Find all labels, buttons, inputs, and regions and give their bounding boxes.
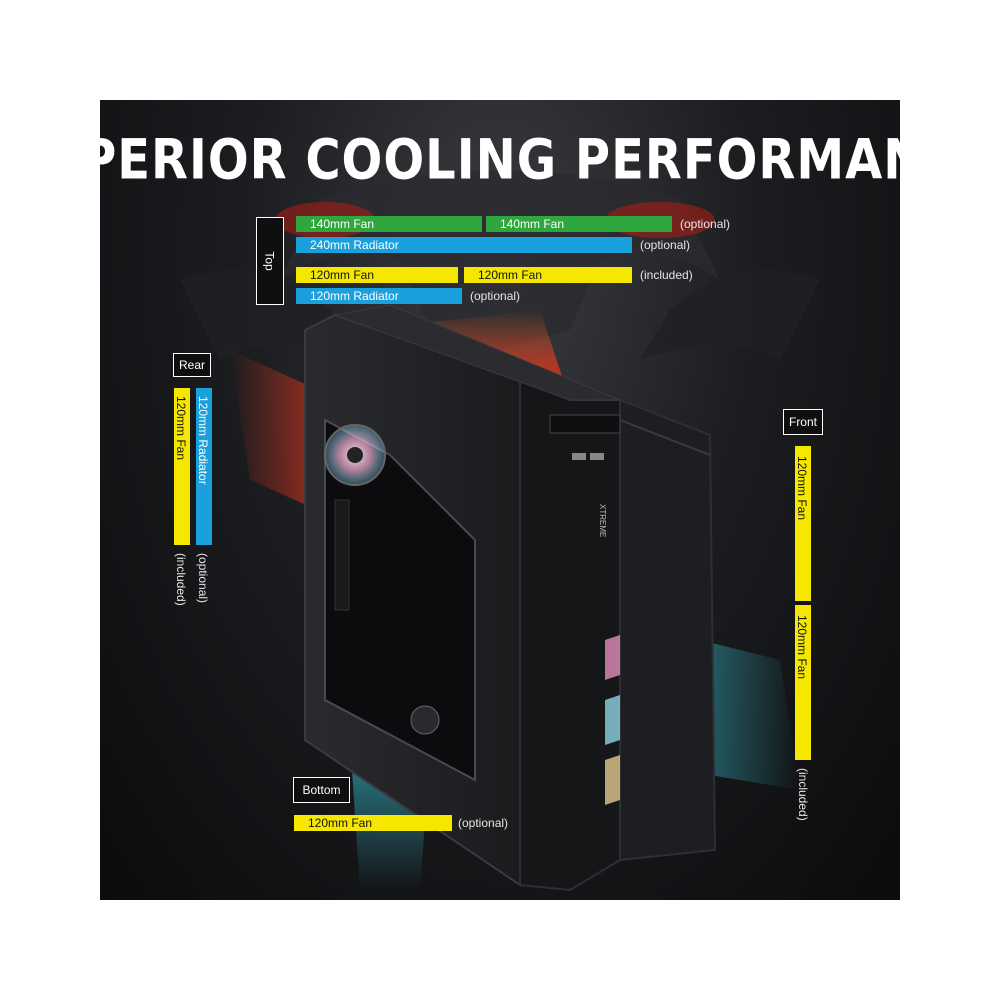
rear-fan: 120mm Fan <box>174 396 188 461</box>
top-fan-140-b: 140mm Fan <box>486 216 672 232</box>
bottom-fan-note: (optional) <box>458 816 509 830</box>
top-radiator-120-note: (optional) <box>470 289 521 303</box>
rear-label-box: Rear <box>173 353 211 377</box>
front-fan-a-bar: 120mm Fan <box>795 446 811 601</box>
top-fan-140-note: (optional) <box>680 217 731 231</box>
top-fan-120-b: 120mm Fan <box>464 267 632 283</box>
top-radiator-240-note: (optional) <box>640 238 691 252</box>
front-fan-b: 120mm Fan <box>795 615 809 680</box>
rear-radiator-bar: 120mm Radiator <box>196 388 212 545</box>
bottom-fan: 120mm Fan <box>294 815 452 831</box>
top-label: Top <box>262 251 277 271</box>
top-fan-120-note: (included) <box>640 268 693 282</box>
front-fan-b-bar: 120mm Fan <box>795 605 811 760</box>
page-title: SUPERIOR COOLING PERFORMANCE <box>5 128 995 193</box>
brand-mark: XTREME <box>598 504 607 538</box>
front-fan-note: (included) <box>796 768 810 821</box>
top-fan-120-a: 120mm Fan <box>296 267 458 283</box>
pc-case-illustration <box>180 170 820 892</box>
front-label-box: Front <box>783 409 823 435</box>
product-banner: XTREME <box>100 100 900 900</box>
top-radiator-120: 120mm Radiator <box>296 288 462 304</box>
rear-fan-note: (included) <box>174 553 188 606</box>
rear-fan-bar: 120mm Fan <box>174 388 190 545</box>
rear-label: Rear <box>178 358 205 372</box>
top-radiator-240: 240mm Radiator <box>296 237 632 253</box>
rear-radiator-note: (optional) <box>196 553 210 604</box>
bottom-label: Bottom <box>302 783 341 797</box>
bottom-label-box: Bottom <box>293 777 350 803</box>
top-label-box: Top <box>256 217 284 305</box>
front-fan-a: 120mm Fan <box>795 456 809 521</box>
top-fan-140-a: 140mm Fan <box>296 216 482 232</box>
rear-radiator: 120mm Radiator <box>196 396 210 485</box>
front-label: Front <box>788 415 817 429</box>
